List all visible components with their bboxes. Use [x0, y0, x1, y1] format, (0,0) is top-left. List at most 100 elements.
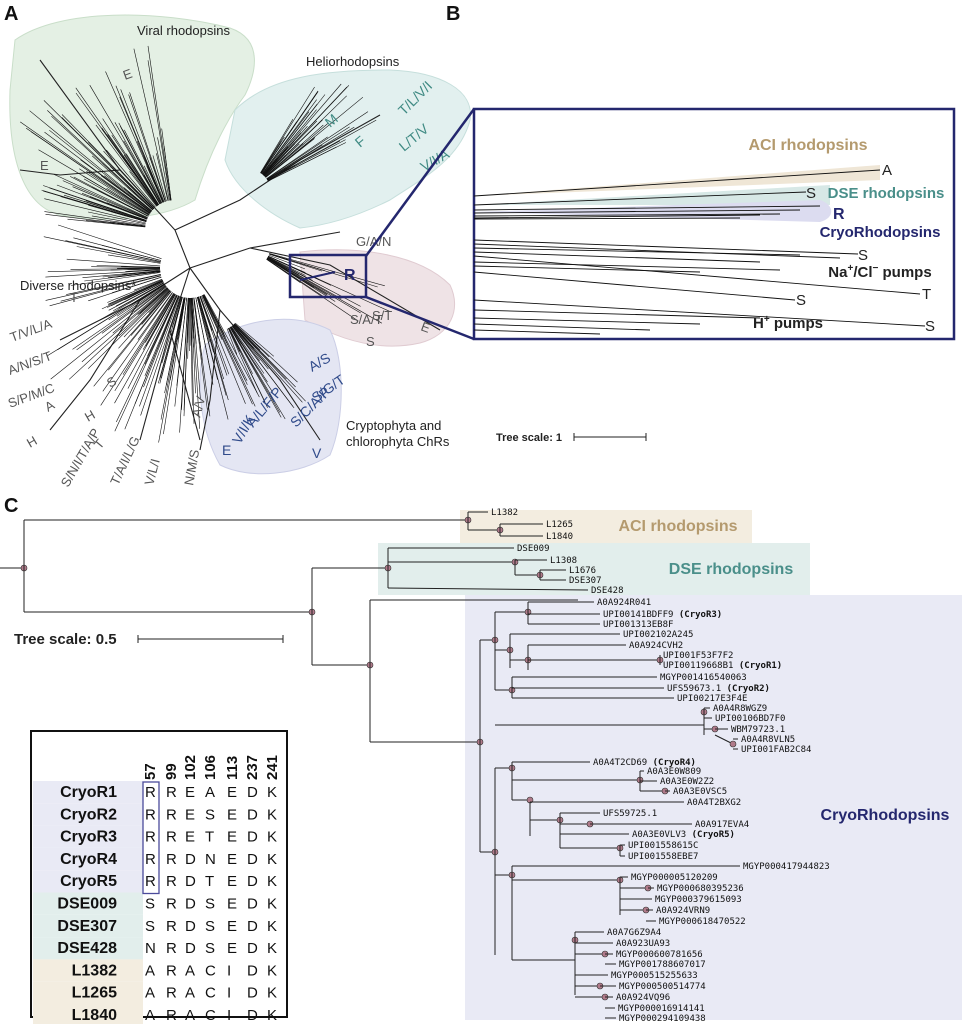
alignment-residue: D: [247, 962, 258, 979]
tree-branch: [47, 268, 161, 272]
tree-branch: [263, 86, 348, 176]
tree-branch: [235, 322, 274, 357]
c-cryo-label: CryoRhodopsins: [821, 807, 950, 824]
leaf-label: MGYP000515255633: [611, 971, 698, 981]
leaf-id: A0A4T2BXG2: [687, 798, 741, 808]
leaf-tag: (CryoR3): [673, 610, 722, 620]
leaf-label: L1676: [569, 566, 596, 576]
tree-branch: [112, 287, 168, 334]
alignment-row-bg: [33, 981, 143, 1004]
tree-branch: [141, 290, 171, 325]
tree-branch: [137, 292, 173, 340]
residue-label: E: [40, 158, 49, 173]
tree-branch: [116, 284, 166, 317]
tree-branch: [266, 136, 328, 179]
leaf-label: UPI001558615C: [628, 841, 698, 851]
leaf-id: MGYP000379615093: [655, 895, 742, 905]
leaf-label: MGYP000500514774: [619, 982, 706, 992]
tree-branch: [137, 287, 168, 315]
dse-shade: [474, 185, 830, 205]
tree-branch: [193, 297, 203, 360]
tree-branch: [76, 246, 161, 263]
alignment-residue: A: [145, 962, 155, 979]
alignment-residue: A: [205, 784, 215, 801]
tree-branch: [93, 291, 172, 387]
tree-branch: [473, 239, 859, 255]
tree-branch: [198, 296, 224, 380]
alignment-position: 113: [224, 756, 241, 780]
r-box-label: R: [344, 267, 356, 284]
tree-branch: [106, 188, 150, 215]
alignment-position: 57: [142, 763, 159, 780]
alignment-row-bg: [33, 1004, 143, 1024]
panel-b-tree: [473, 165, 926, 335]
tree-branch: [85, 219, 146, 227]
tree-branch: [473, 191, 807, 206]
leaf-id: MGYP001416540063: [660, 673, 747, 683]
tree-branch: [41, 189, 147, 222]
tree-branch: [473, 205, 821, 211]
tree-branch: [107, 254, 161, 264]
tree-branch: [158, 297, 185, 443]
residue-label: E: [222, 442, 231, 458]
alignment-seq-name: L1265: [72, 985, 117, 1002]
leaf-label: WBM79723.1: [731, 725, 785, 735]
tree-branch: [91, 266, 161, 268]
tree-branch: [115, 281, 164, 307]
panel-c-letter: C: [4, 495, 18, 517]
alignment-residue: N: [205, 851, 216, 868]
leaf-label: A0A3E0VSC5: [673, 787, 727, 797]
leaf-label: A0A924VRN9: [656, 906, 710, 916]
alignment-residue: E: [227, 873, 237, 890]
alignment-residue: R: [166, 940, 177, 957]
tree-branch: [266, 126, 350, 180]
residue-label: S: [104, 373, 119, 390]
tree-branch: [473, 261, 781, 271]
tree-branch: [152, 155, 167, 202]
tree-branch: [67, 218, 146, 228]
alignment-row-bg: [33, 914, 143, 938]
tree-branch: [114, 295, 178, 432]
leaf-label: UFS59673.1 (CryoR2): [667, 684, 770, 694]
tree-branch: [266, 126, 355, 180]
leaf-id: UFS59725.1: [603, 809, 657, 819]
alignment-residue: S: [205, 940, 215, 957]
alignment-residue: E: [227, 784, 237, 801]
tree-branch: [190, 297, 195, 424]
tree-branch: [72, 284, 166, 350]
alignment-residue: S: [145, 918, 155, 935]
tree-branch: [144, 293, 175, 343]
alignment-residue: E: [185, 829, 195, 846]
alignment-residue: R: [145, 873, 156, 890]
tree-branch: [264, 155, 286, 177]
tree-branch: [139, 283, 165, 301]
leaf-id: L1265: [546, 520, 573, 530]
leaf-id: A0A4R8VLN5: [741, 735, 795, 745]
leaf-label: L1308: [550, 556, 577, 566]
leaf-id: A0A4R8WGZ9: [713, 704, 767, 714]
tree-node: [729, 740, 737, 748]
tree-branch: [100, 293, 174, 406]
leaf-label: UPI00141BDFF9 (CryoR3): [603, 610, 722, 620]
tree-branch: [89, 85, 161, 205]
leaf-label: MGYP000005120209: [631, 873, 718, 883]
tree-branch: [179, 297, 189, 433]
alignment-residue: E: [227, 896, 237, 913]
alignment-residue: S: [205, 896, 215, 913]
alignment-residue: R: [166, 873, 177, 890]
leaf-label: A0A3E0W2Z2: [660, 777, 714, 787]
tree-branch: [266, 258, 324, 298]
alignment-row-bg: [33, 937, 143, 960]
leaf-id: UPI00119668B1: [663, 661, 733, 671]
leaf-id: UFS59673.1: [667, 684, 721, 694]
leaf-id: A0A4T2CD69: [593, 758, 647, 768]
viral-region: [9, 14, 255, 220]
leaf-label: A0A924R041: [597, 598, 651, 608]
tree-branch: [267, 256, 306, 276]
tree-branch: [200, 296, 230, 375]
tree-branch: [161, 296, 182, 364]
tree-branch: [265, 96, 364, 178]
tree-branch: [44, 131, 152, 213]
residue-label: H: [24, 433, 40, 451]
